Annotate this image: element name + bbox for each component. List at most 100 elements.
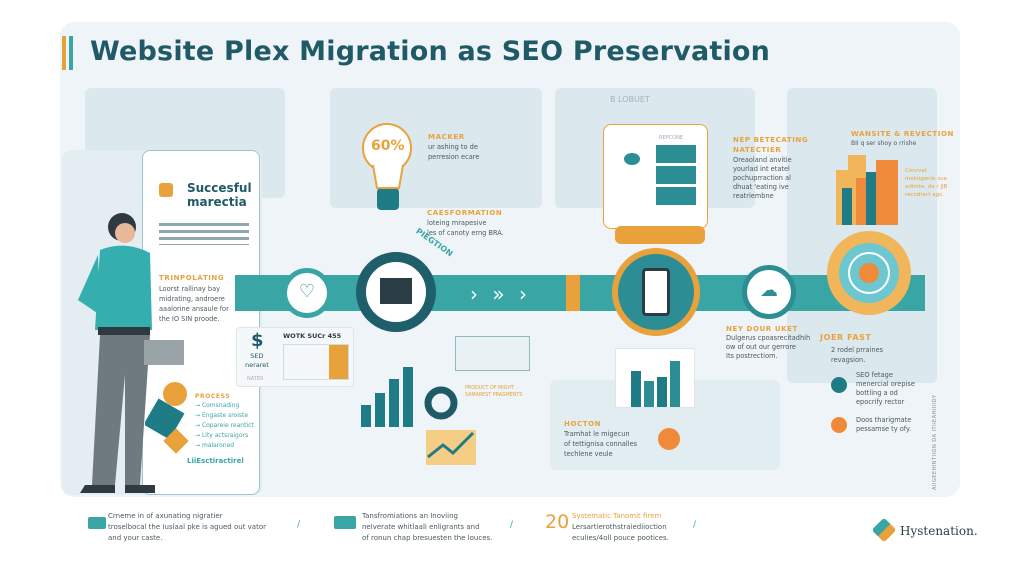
workflow-diagram	[455, 336, 530, 371]
text-line: pessamse ty ofy.	[856, 425, 912, 433]
card-icon	[334, 516, 356, 529]
text-line: PRODUCT OF MIGHT	[465, 386, 514, 391]
text-line: melnigenle sue	[905, 176, 948, 182]
text-line: pochuprraction al	[733, 174, 791, 182]
text-line: Loorst rallinay bay	[159, 285, 221, 293]
seo-title: WOTK SUCr 455	[283, 332, 342, 340]
transformation-text: loteing mrapesive les of canoty erng BRA.	[427, 218, 504, 238]
response-screen: REPCONE	[603, 124, 708, 229]
text-line: SED	[250, 352, 264, 360]
lightbulb-illustration	[362, 123, 412, 210]
process-item: → Copareie reantict	[195, 422, 254, 429]
gear-icon	[827, 231, 911, 315]
text-line: Conrvat	[905, 168, 927, 174]
process-item-label: Engaste sroiste	[201, 412, 249, 419]
process-pipeline	[235, 275, 925, 311]
process-item-label: Comsnading	[201, 402, 240, 409]
process-item-label: Copareie reantict	[201, 422, 254, 429]
text-line: perresion ecare	[428, 153, 480, 161]
text-line: techlene veule	[564, 450, 613, 458]
lightbulb-step[interactable]: ♡	[282, 268, 332, 318]
text-line: epocrify rector	[856, 398, 905, 406]
text-line: Tramhat le migecun	[564, 430, 630, 438]
text-line: les of canoty erng BRA.	[427, 229, 504, 237]
text-line: troselbocal the Iuslaal pke is agued out…	[108, 523, 267, 531]
heading-line: marectia	[187, 195, 247, 209]
text-line: yourlad int etatel	[733, 165, 790, 173]
edit-icon[interactable]: /	[510, 520, 514, 530]
text-line: bottling a od	[856, 389, 898, 397]
text-line: midrating, androere	[159, 295, 225, 303]
person-illustration	[78, 213, 184, 493]
band-accent	[566, 275, 580, 311]
text-line: neraret	[245, 361, 269, 369]
mobile-step[interactable]	[612, 248, 700, 336]
bulb-text: ur ashing to de perresion ecare	[428, 142, 479, 162]
brand-logo	[871, 517, 897, 543]
server-step[interactable]	[356, 252, 436, 332]
text-line: Crneme in of axunating nigratier	[108, 512, 223, 520]
hocton-title: HOCTON	[564, 420, 602, 428]
dollar-icon: $	[251, 330, 264, 351]
far-right-title: WANSITE & REVECTION	[851, 130, 954, 138]
bulb-title: MACKER	[428, 133, 465, 141]
heading-line: Succesful	[187, 181, 252, 195]
seo-sub: NATER	[247, 376, 264, 382]
edit-icon[interactable]: /	[297, 520, 301, 530]
text-line: and your caste.	[108, 534, 163, 542]
cloud-step[interactable]: ☁	[742, 265, 796, 319]
title-accent	[69, 36, 73, 70]
fast-title: JOER FAST	[820, 333, 872, 342]
text-lines	[159, 223, 249, 245]
shield-icon	[658, 428, 680, 450]
panel-label: B LOBUET	[610, 95, 650, 104]
brand-name: Hystenation.	[900, 524, 978, 538]
smartphone-icon	[642, 268, 670, 316]
badge-icon	[88, 517, 106, 529]
text-line: the IO SIN proode.	[159, 315, 220, 323]
server-icon	[380, 278, 412, 304]
edit-icon[interactable]: /	[693, 520, 697, 530]
text-line: loteing mrapesive	[427, 219, 487, 227]
grid-icon	[831, 417, 847, 433]
far-right-sub: BII q ser shoy o rrishe	[851, 140, 917, 147]
text-line: aaalorine ansaule for	[159, 305, 229, 313]
process-title: PROCESS	[195, 393, 231, 400]
section-text: Loorst rallinay bay midrating, androere aa…	[159, 284, 229, 324]
text-line: Dulgerus cpoasrecitadhih	[726, 334, 811, 342]
response-label: REPCONE	[659, 135, 683, 141]
status-bar	[615, 226, 705, 244]
text-line: of ronun chap bresuesten the louces.	[362, 534, 493, 542]
text-line: Systematic Tanomit firem	[572, 512, 662, 520]
bottom-item: Crneme in of axunating nigratier troselbo…	[108, 511, 266, 544]
text-line: nelverate whitlaali enligrants and	[362, 523, 480, 531]
text-line: SEO fetage	[856, 371, 893, 379]
text-line: eculies/4oll pouce pootices.	[572, 534, 669, 542]
text-line: ur ashing to de	[428, 143, 478, 151]
card-footer: LiiEsctiractirel	[187, 457, 244, 465]
cloud-icon	[624, 153, 640, 165]
text-line: reatriembne	[733, 192, 774, 200]
cloud-icon: ☁	[760, 280, 778, 301]
right-top-title: NEP BETECATING NATECTIER	[733, 135, 808, 155]
bottom-number: 20	[545, 511, 570, 533]
text-line: Oreaoland anvitie	[733, 156, 792, 164]
process-item: → Engaste sroiste	[195, 412, 249, 419]
text-line: NEP BETECATING	[733, 136, 809, 144]
text-line: NATECTIER	[733, 146, 782, 154]
process-item-label: Lity actsraigors	[201, 432, 249, 439]
text-line: recndtert ags.	[905, 192, 944, 198]
text-line: Its postrectiom.	[726, 352, 778, 360]
text-line: ow of out our gerrore	[726, 343, 796, 351]
section-title: TRINPOLATING	[159, 274, 225, 282]
title-accent	[62, 36, 66, 70]
content-blocks	[656, 145, 696, 207]
wrench-icon	[831, 377, 847, 393]
